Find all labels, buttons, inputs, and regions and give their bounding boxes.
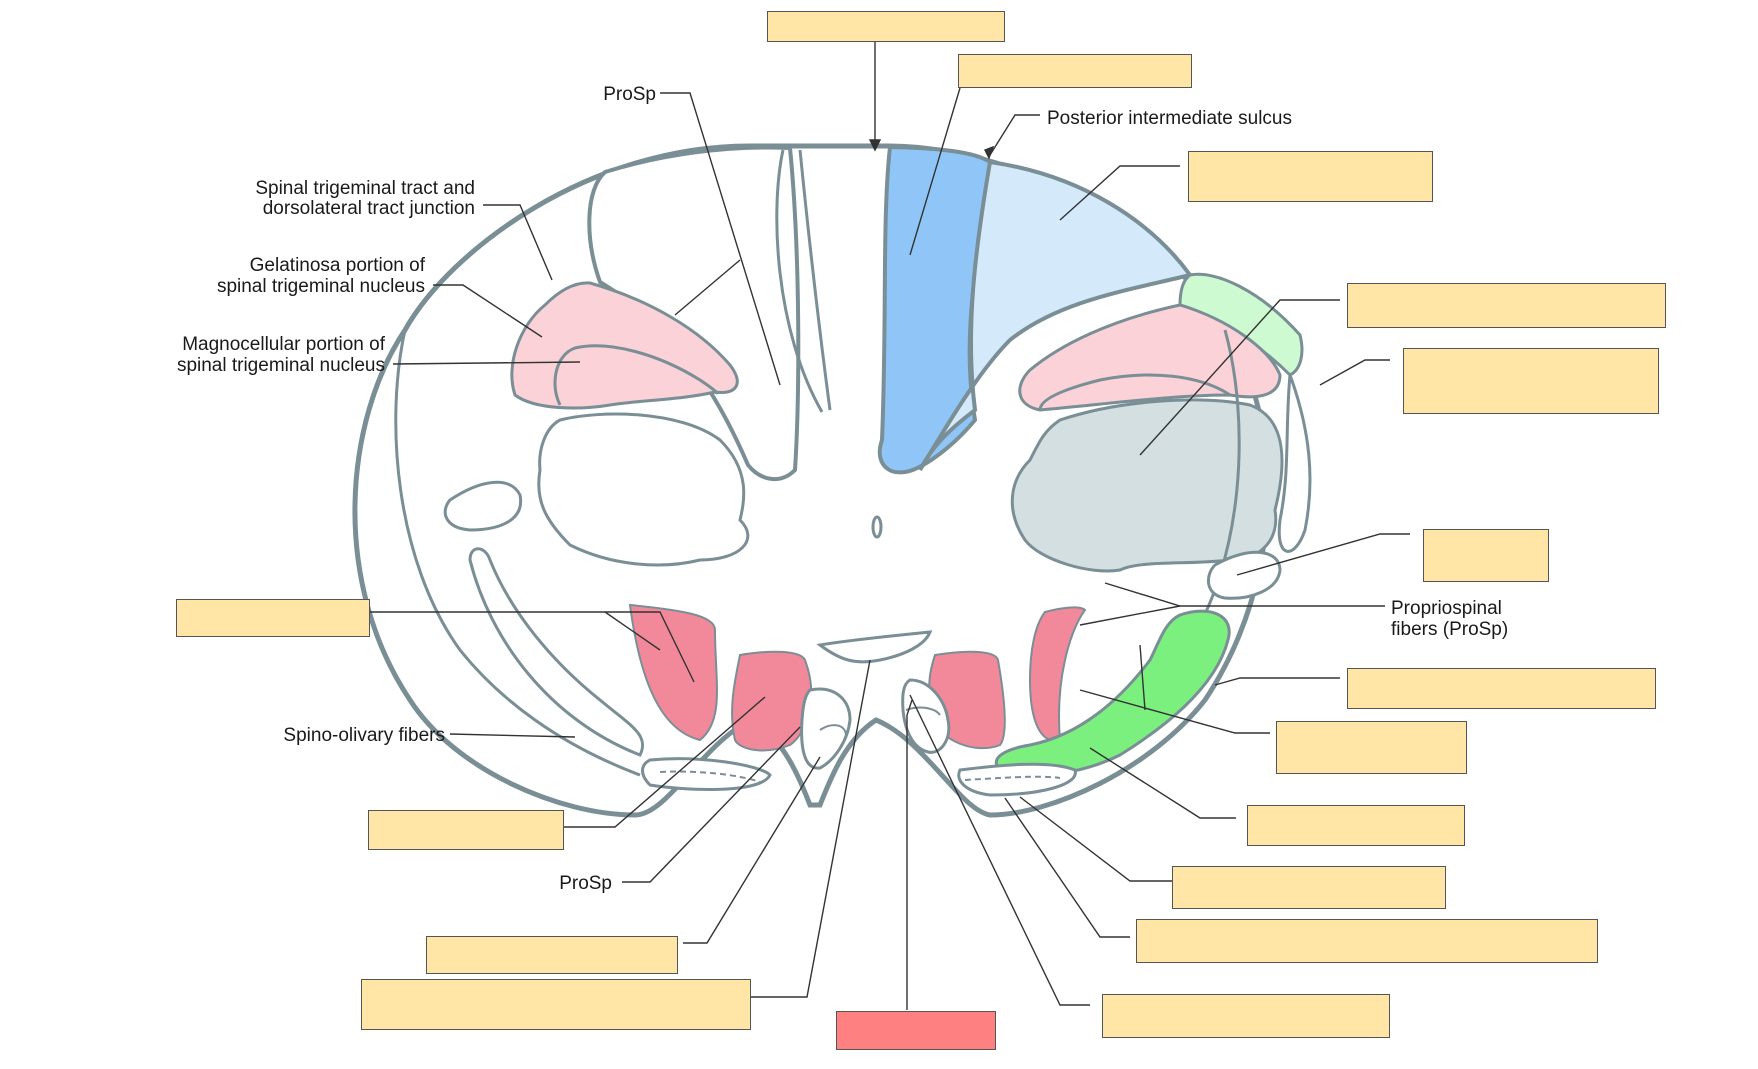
- blank-label-box[interactable]: [1247, 805, 1465, 846]
- left-inferior-olive-ventral: [731, 650, 813, 752]
- leader-lemniscus-2: [1139, 644, 1146, 711]
- right-arcuate-band: [957, 762, 1077, 797]
- left-pyramid: [800, 687, 852, 770]
- right-pyramid: [901, 678, 951, 754]
- right-reticular-formation: [1010, 398, 1284, 573]
- leader-prosp-top-branch: [674, 259, 741, 316]
- leader-arcuate-right: [1004, 797, 1130, 938]
- label-spinal-trigeminal-2: dorsolateral tract junction: [263, 198, 475, 219]
- leader-cuneatus: [1059, 165, 1180, 221]
- leader-olive-left: [560, 696, 766, 828]
- right-lateral-strip: [1277, 374, 1312, 553]
- leader-prosp-top: [660, 92, 781, 386]
- leader-nucleus-right: [1236, 533, 1410, 576]
- blank-label-box[interactable]: [176, 599, 370, 637]
- left-small-nucleus: [443, 480, 523, 532]
- right-arcuate-dash: [964, 775, 1061, 781]
- label-magnocellular-2: spinal trigeminal nucleus: [177, 355, 385, 376]
- right-small-nucleus: [1206, 550, 1282, 600]
- blank-label-box[interactable]: [1172, 866, 1446, 909]
- blank-label-box[interactable]: [958, 54, 1192, 88]
- leader-lines: [367, 41, 1410, 1010]
- left-reticular-formation: [537, 412, 750, 567]
- leader-gelatinosa: [433, 284, 543, 338]
- label-magnocellular-1: Magnocellular portion of: [182, 334, 386, 355]
- left-arcuate-band: [641, 757, 772, 791]
- blank-label-box[interactable]: [1102, 994, 1390, 1038]
- left-pyramid-lobe: [819, 724, 847, 736]
- left-arcuate-dash: [659, 770, 761, 783]
- right-trigeminal-magno: [1038, 373, 1231, 411]
- leader-lateral-right-2: [1214, 677, 1340, 686]
- midline-arcuate: [816, 630, 933, 664]
- leader-pyramidal-decussation: [745, 659, 871, 998]
- blank-label-box[interactable]: [1347, 668, 1656, 709]
- blank-label-box[interactable]: [1276, 721, 1467, 774]
- arrowhead-top: [868, 139, 882, 152]
- label-gelatinosa-1: Gelatinosa portion of: [250, 255, 426, 276]
- blank-label-box[interactable]: [361, 979, 751, 1030]
- label-propriospinal-2: fibers (ProSp): [1391, 619, 1508, 640]
- label-spino-olivary: Spino-olivary fibers: [283, 725, 445, 746]
- blank-label-box[interactable]: [1403, 348, 1659, 414]
- leader-left-box-branch: [604, 611, 661, 651]
- left-cuneatus-divider: [775, 149, 824, 413]
- blank-label-box[interactable]: [767, 11, 1005, 42]
- leader-pyramid-left: [683, 756, 821, 944]
- leader-pyramid-right: [909, 694, 1090, 1006]
- leader-left-box: [367, 611, 695, 683]
- label-propriospinal-1: Propriospinal: [1391, 598, 1502, 619]
- leader-raphe-2: [906, 699, 913, 716]
- left-gracilis-divider: [798, 149, 832, 411]
- leader-gracilis: [909, 87, 961, 256]
- leader-prosp-bottom: [622, 726, 801, 883]
- leader-post-sulcus: [989, 114, 1040, 156]
- leader-spinal-lemniscus: [1089, 747, 1236, 819]
- leader-magno: [392, 361, 581, 365]
- blank-label-box[interactable]: [368, 810, 564, 850]
- left-trigeminal-magno: [553, 344, 719, 406]
- label-spinal-trigeminal-1: Spinal trigeminal tract and: [255, 178, 475, 199]
- label-prosp-bottom: ProSp: [559, 873, 612, 894]
- blank-label-box[interactable]: [1188, 151, 1433, 202]
- leader-lateral-right: [1319, 359, 1390, 386]
- label-posterior-intermediate-sulcus: Posterior intermediate sulcus: [1047, 108, 1292, 129]
- leader-prosp-fibers-2: [1079, 605, 1181, 626]
- blank-label-box[interactable]: [1136, 919, 1598, 963]
- central-canal: [871, 515, 883, 539]
- left-trigeminal-nucleus: [510, 281, 739, 410]
- blank-label-box[interactable]: [1423, 529, 1549, 582]
- leader-reticular-right: [1139, 299, 1340, 456]
- label-prosp-top: ProSp: [603, 84, 656, 105]
- left-spinal-tract-band: [468, 547, 645, 757]
- arrowhead-sulcus: [984, 145, 995, 160]
- leader-spinal-trig: [483, 204, 553, 281]
- left-lateral-band: [394, 329, 641, 777]
- blank-label-box-highlighted[interactable]: [836, 1011, 996, 1050]
- blank-label-box[interactable]: [426, 936, 678, 974]
- leader-medial-lemniscus-right: [1019, 796, 1172, 882]
- leader-spino-olivary: [449, 733, 576, 738]
- left-inferior-olive-dorsal: [628, 603, 718, 742]
- leader-lemniscus: [1079, 689, 1270, 734]
- label-gelatinosa-2: spinal trigeminal nucleus: [217, 276, 425, 297]
- blank-label-box[interactable]: [1347, 283, 1666, 328]
- right-fasciculus-cuneatus: [918, 159, 1194, 472]
